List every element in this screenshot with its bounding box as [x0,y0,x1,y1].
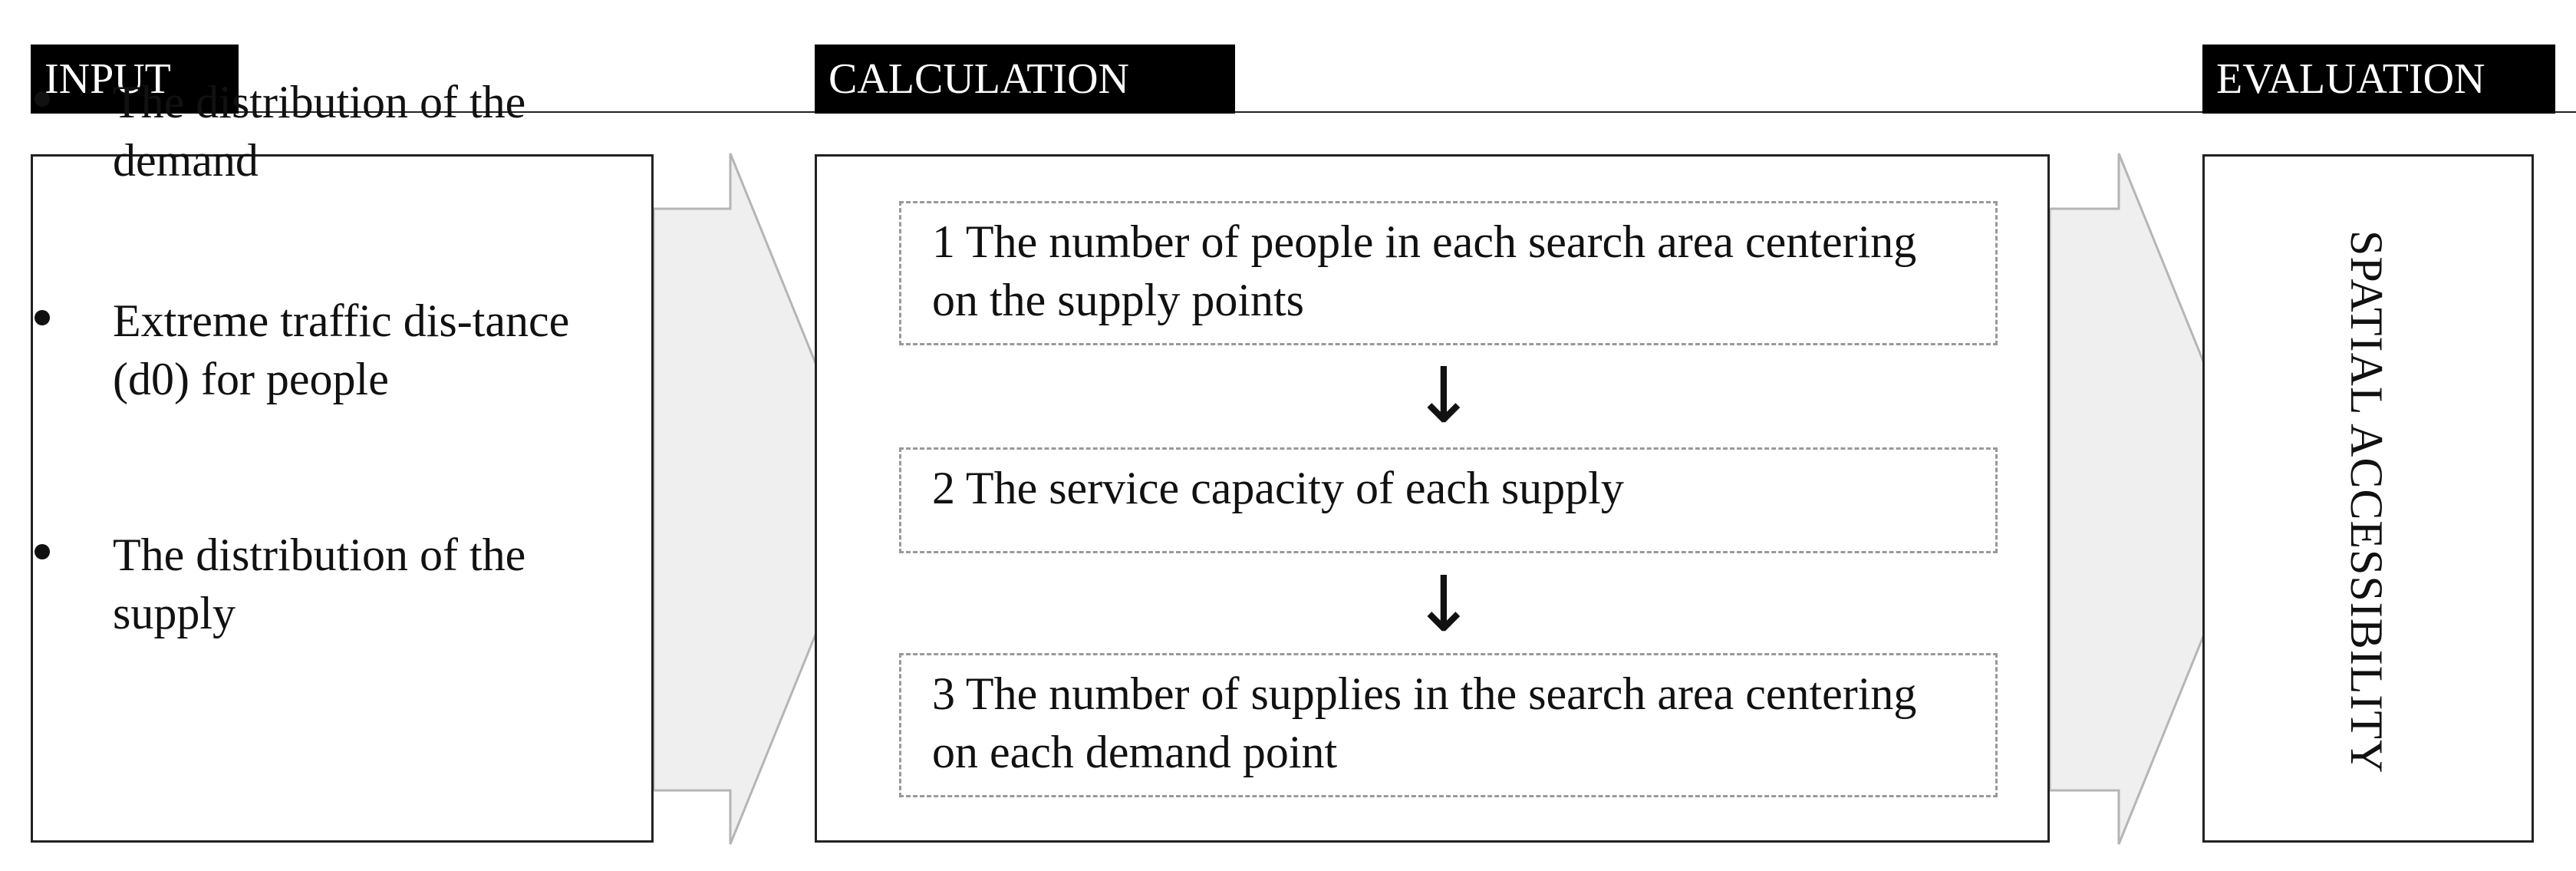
input-item-label: The distribution of the supply [113,530,526,638]
input-header: INPUT [31,45,239,114]
input-item-label: Extreme traffic dis-tance (d0) for peopl… [113,295,570,404]
bullet-icon [35,310,50,325]
bullet-icon [35,544,50,559]
evaluation-header: EVALUATION [2202,45,2555,114]
calculation-header: CALCULATION [815,45,1235,114]
input-item-label: The distribution of the demand [113,77,526,186]
bullet-icon [35,91,50,107]
arrow-down-icon: ↓ [1412,559,1476,649]
input-panel [31,154,654,843]
calculation-step-3: 3 The number of supplies in the search a… [899,653,1998,797]
input-item: The distribution of the supply [35,526,602,642]
calculation-panel [815,154,2050,843]
header-rule [31,111,2576,113]
calculation-step-2: 2 The service capacity of each supply [899,447,1998,553]
evaluation-label: SPATIAL ACCESSIBILITY [2341,230,2392,774]
input-item: The distribution of the demand [35,73,602,190]
evaluation-panel [2202,154,2534,843]
calculation-step-1: 1 The number of people in each search ar… [899,201,1998,345]
input-item: Extreme traffic dis-tance (d0) for peopl… [35,292,602,408]
arrow-down-icon: ↓ [1412,351,1476,440]
